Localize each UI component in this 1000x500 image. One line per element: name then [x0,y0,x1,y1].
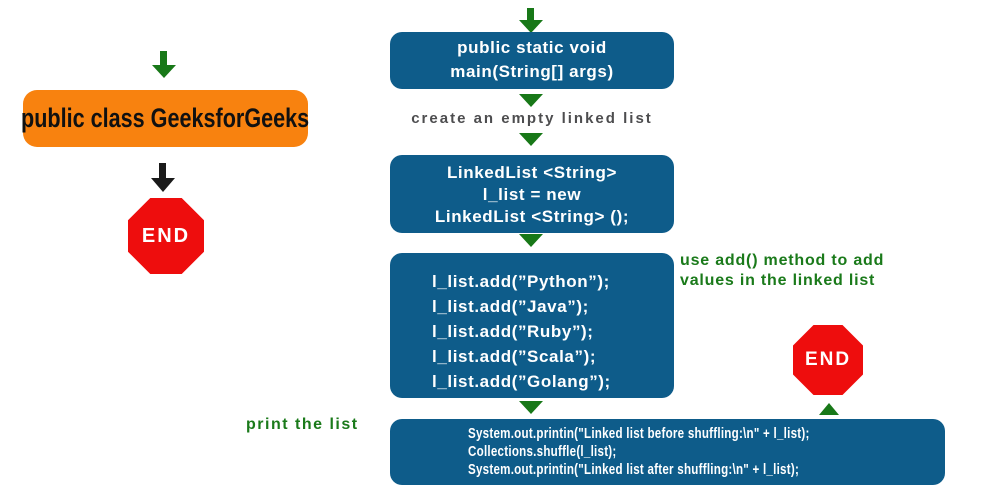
declaration-line: LinkedList <String> (); [434,207,630,226]
arrow-head-icon [519,133,543,146]
arrow-head-icon [151,178,175,192]
declaration-line: l_list = new [482,185,582,204]
left-end-stop-sign: END [128,198,204,274]
print-code-line: System.out.printin("Linked list before s… [468,426,810,442]
arrow-head-icon [152,65,176,78]
arrow-head-icon [519,94,543,107]
right-end-label: END [804,349,852,370]
annotation-line: values in the linked list [680,271,876,289]
add-line: l_list.add(”Scala”); [432,347,597,366]
main-method-box: public static void main(String[] args) [390,32,674,89]
add-method-annotation: use add() method to add values in the li… [680,251,884,290]
annotation-line: use add() method to add [680,252,885,269]
arrow-head-icon [519,401,543,414]
arrow-shaft [159,163,166,178]
add-values-box: l_list.add(”Python”); l_list.add(”Java”)… [390,253,674,398]
arrow-head-icon [519,234,543,247]
add-line: l_list.add(”Java”); [432,297,589,316]
right-end-stop-sign: END [793,325,863,395]
class-declaration-box: public class GeeksforGeeks [21,90,310,147]
arrow-head-icon [519,20,543,33]
arrow-shaft [527,8,534,21]
arrow-shaft [160,51,167,65]
class-declaration-label: public class GeeksforGeeks [21,103,310,133]
main-method-line: public static void [457,38,607,57]
left-end-label: END [141,224,191,247]
print-code-line: System.out.printin("Linked list after sh… [468,462,800,478]
add-line: l_list.add(”Ruby”); [432,322,594,341]
print-shuffle-box: System.out.printin("Linked list before s… [390,419,945,485]
add-line: l_list.add(”Golang”); [432,372,611,391]
main-method-line: main(String[] args) [450,62,614,81]
print-list-label: print the list [246,416,359,433]
create-list-label: create an empty linked list [411,110,653,127]
print-code-line: Collections.shuffle(l_list); [468,444,617,460]
declaration-line: LinkedList <String> [446,163,618,182]
arrow-up-head-icon [819,403,839,415]
linkedlist-declaration-box: LinkedList <String> l_list = new LinkedL… [390,155,674,233]
add-line: l_list.add(”Python”); [432,272,610,291]
